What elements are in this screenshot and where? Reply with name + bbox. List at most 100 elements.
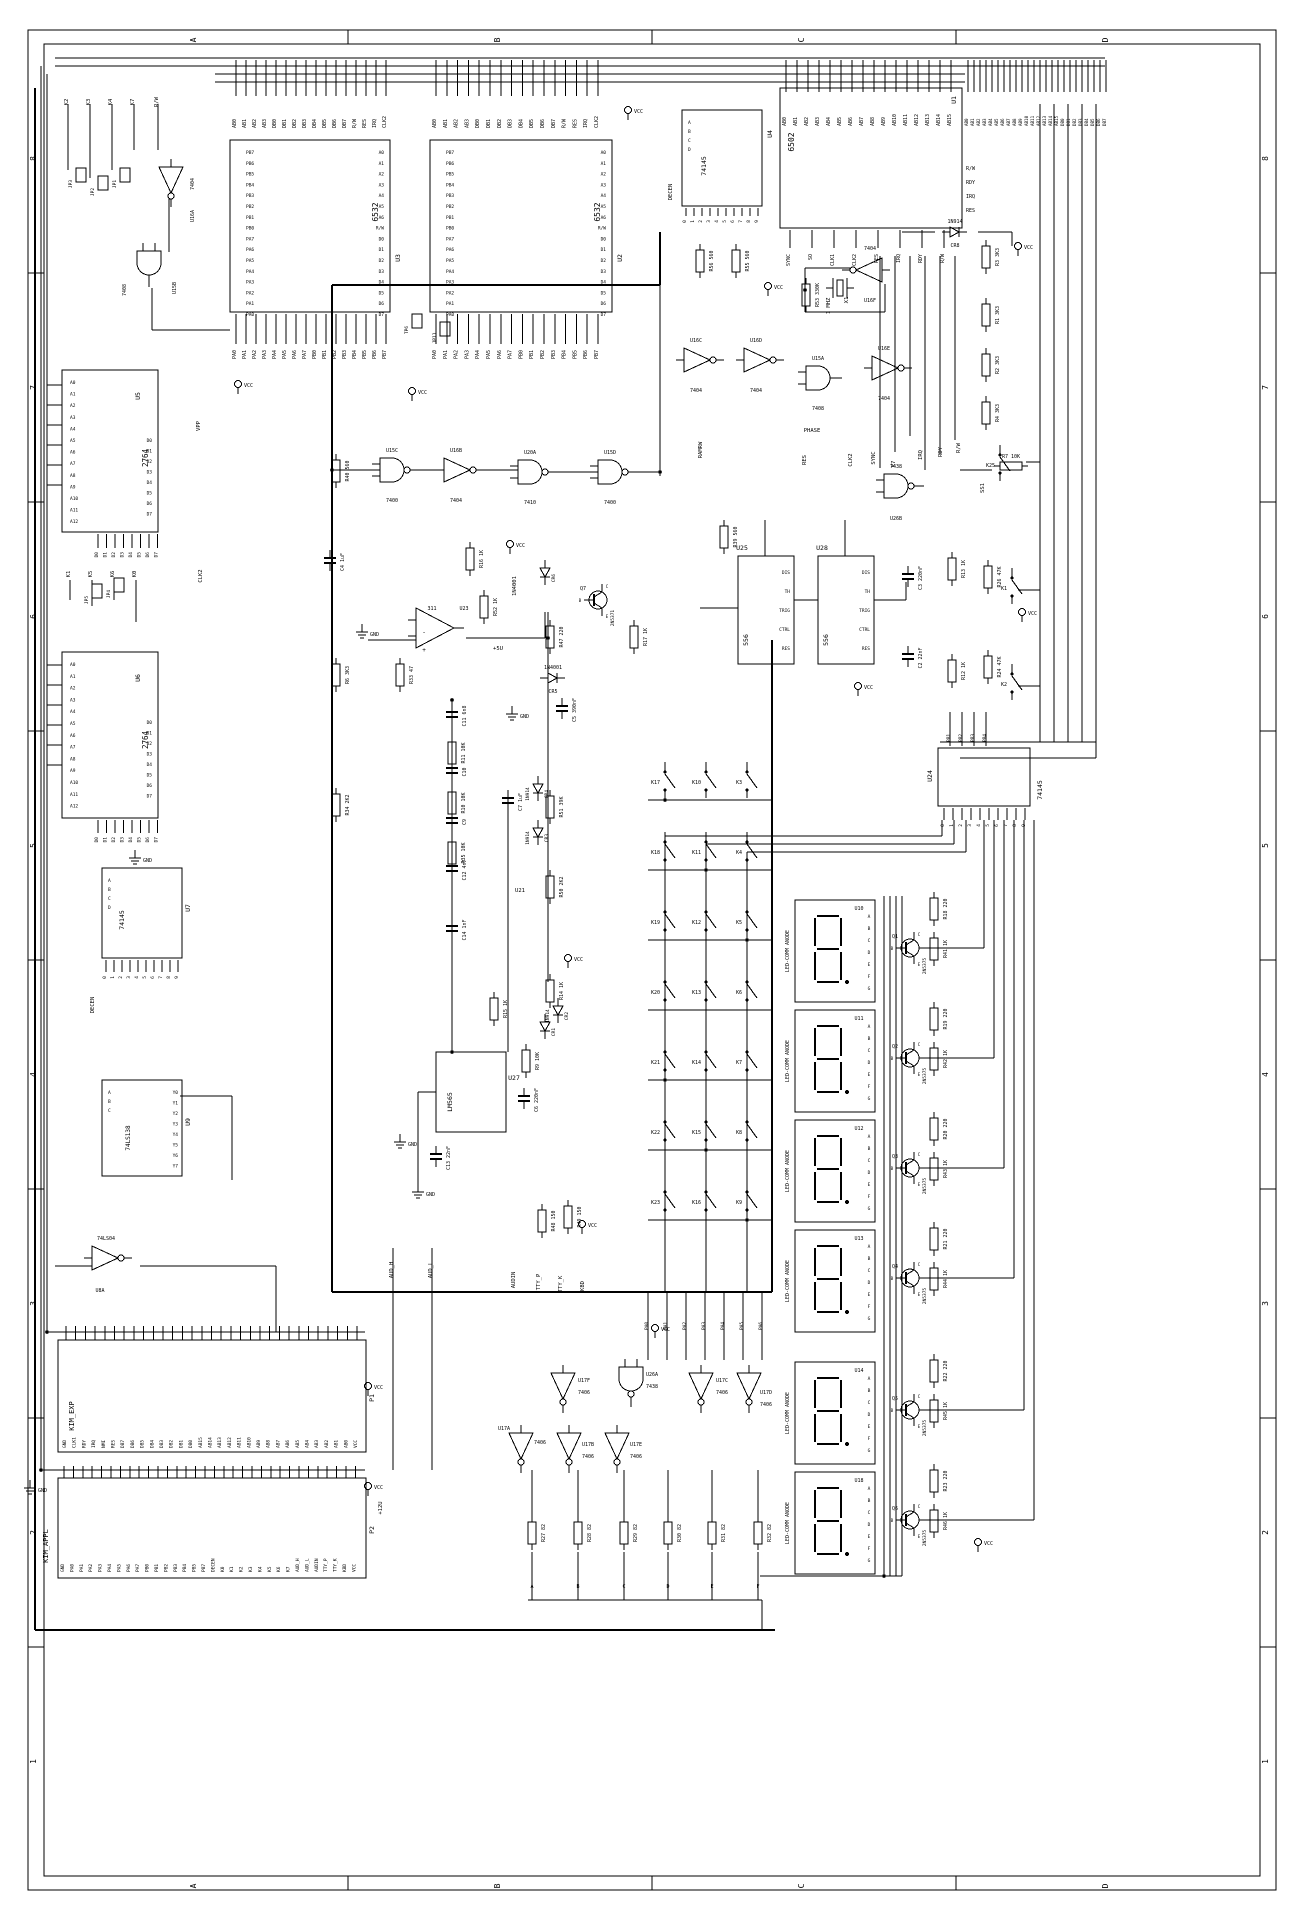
ic-pin-label: D2 — [379, 258, 385, 264]
res-r1-label: R1 3K3 — [995, 306, 1001, 324]
frame-inner — [43, 43, 1261, 1877]
transistor-q4-type: 2N5375 — [922, 1288, 928, 1305]
pin-label: PA2 — [682, 1322, 688, 1330]
gate-label: 7408 — [812, 406, 824, 412]
junction-dot — [450, 698, 454, 702]
res-r28 — [573, 1521, 583, 1545]
ic-pin-label: PA0 — [446, 312, 454, 318]
jumper-label: JP4 — [106, 590, 112, 598]
pin-label: D6 — [145, 837, 151, 843]
pin-label: 2 — [118, 976, 124, 979]
res-r33 — [395, 663, 405, 687]
wire — [905, 1049, 915, 1056]
switch-k18-label: K18 — [651, 850, 660, 856]
label-res: RES — [966, 208, 975, 214]
gate-ref: U15A — [812, 356, 824, 362]
transistor-q3-type: 2N5375 — [922, 1178, 928, 1195]
transistor-q7-type: 2N5371 — [610, 610, 616, 627]
junction-dot — [546, 636, 550, 640]
gate-ref: U20A — [524, 450, 536, 456]
gate-label: 7400 — [386, 498, 398, 504]
display-u18-ref: U18 — [854, 1478, 863, 1484]
grid-col-label: A — [189, 37, 198, 42]
ic-pin-label: D7 — [379, 312, 385, 318]
ic-label: 2764 — [141, 730, 150, 749]
jumper-tp6 — [411, 313, 423, 329]
switch-k22-arm — [664, 1123, 676, 1139]
switch-k13-arm — [705, 983, 717, 999]
switch-k8-label: K8 — [736, 1130, 742, 1136]
res-r10-label: R10 10K — [461, 792, 467, 813]
junction-dot — [745, 1218, 749, 1222]
transistor-q1-pin: B — [891, 946, 894, 951]
ic-u5 — [61, 369, 159, 533]
pin-label: AB11 — [237, 1437, 243, 1448]
pin-label: DB4 — [312, 119, 318, 128]
ic-pin-label: A3 — [601, 182, 607, 188]
res-r23 — [929, 1469, 939, 1493]
gate-ref: U16D — [750, 338, 762, 344]
pin-label: DB3 — [302, 119, 308, 128]
label-k0: K0 — [132, 571, 138, 578]
pin-label: PA3 — [464, 350, 470, 359]
vcc-label: VCC — [588, 1223, 597, 1229]
res-r42-label: R42 1K — [943, 1050, 949, 1068]
inverter-bubble-icon — [627, 1390, 635, 1398]
ic-pin-label: A — [688, 120, 691, 126]
ic-pin-label: Y7 — [173, 1164, 179, 1170]
pin-label: AB2 — [324, 1440, 330, 1448]
res-r31-label: R31 82 — [721, 1524, 727, 1542]
pin-label: R/W — [352, 118, 358, 128]
ic-pin-label: PA6 — [446, 247, 454, 253]
gate-u17f — [550, 1365, 576, 1413]
switch-k12-label: K12 — [692, 920, 701, 926]
ic-pin-label: A12 — [70, 804, 78, 810]
label-ramrw: RAMRW — [698, 441, 704, 458]
pin-label: AB7 — [275, 1440, 281, 1448]
gate-ref: U17A — [498, 1426, 510, 1432]
ic-label: 74145 — [118, 910, 126, 930]
wire — [905, 1269, 915, 1276]
transistor-q2-type: 2N5375 — [922, 1068, 928, 1085]
jumper-jp3 — [75, 167, 87, 183]
ic-pin-label: B — [688, 129, 691, 135]
pin-label: PB2 — [540, 350, 546, 359]
gate-label: 7406 — [582, 1454, 594, 1460]
vcc-label: VCC — [661, 1327, 670, 1333]
display-u11-pin: B — [868, 1036, 871, 1042]
pin-label: D6 — [145, 552, 151, 558]
res-r49-label: R49 150 — [577, 1206, 583, 1227]
res-r42 — [929, 1047, 939, 1071]
switch-k14-arm — [705, 1053, 717, 1069]
res-r49 — [563, 1205, 573, 1229]
gate-body — [91, 1245, 120, 1271]
ic-pin-label: D — [688, 147, 691, 153]
res-r46 — [929, 1509, 939, 1533]
grid-row-label: 2 — [29, 1530, 38, 1535]
gate-body — [508, 1432, 534, 1461]
pin-label: PA1 — [663, 1322, 669, 1330]
switch-k16-arm — [705, 1193, 717, 1209]
res-r18-label: R18 220 — [943, 898, 949, 919]
vcc-label: VCC — [774, 285, 783, 291]
ic-pin-label: C — [688, 138, 691, 144]
pin-label: AB15 — [947, 114, 953, 126]
label-k7: K7 — [130, 99, 136, 106]
ic-pin-label: A10 — [70, 496, 78, 502]
ic-ref: U28 — [816, 544, 828, 552]
pin-label: 2 — [958, 824, 964, 827]
gate-u23 — [408, 607, 464, 649]
pin-label: RDY — [81, 1440, 87, 1448]
gate-ref: U16C — [690, 338, 702, 344]
pin-label: DB5 — [529, 119, 535, 128]
res-r12 — [947, 659, 957, 683]
display-u14-pin: C — [868, 1400, 871, 1406]
cap-c6-label: C6 220nF — [534, 1088, 540, 1112]
ic-pin-label: C — [108, 1108, 111, 1114]
transistor-q1-ref: Q1 — [892, 934, 898, 940]
res-r4-label: R4 3K3 — [995, 404, 1001, 422]
pin-label: D4 — [128, 837, 134, 843]
ic-pin-label: PB7 — [246, 150, 254, 156]
display-u18-pin: G — [868, 1558, 871, 1564]
pin-label: DB4 — [1084, 118, 1089, 126]
